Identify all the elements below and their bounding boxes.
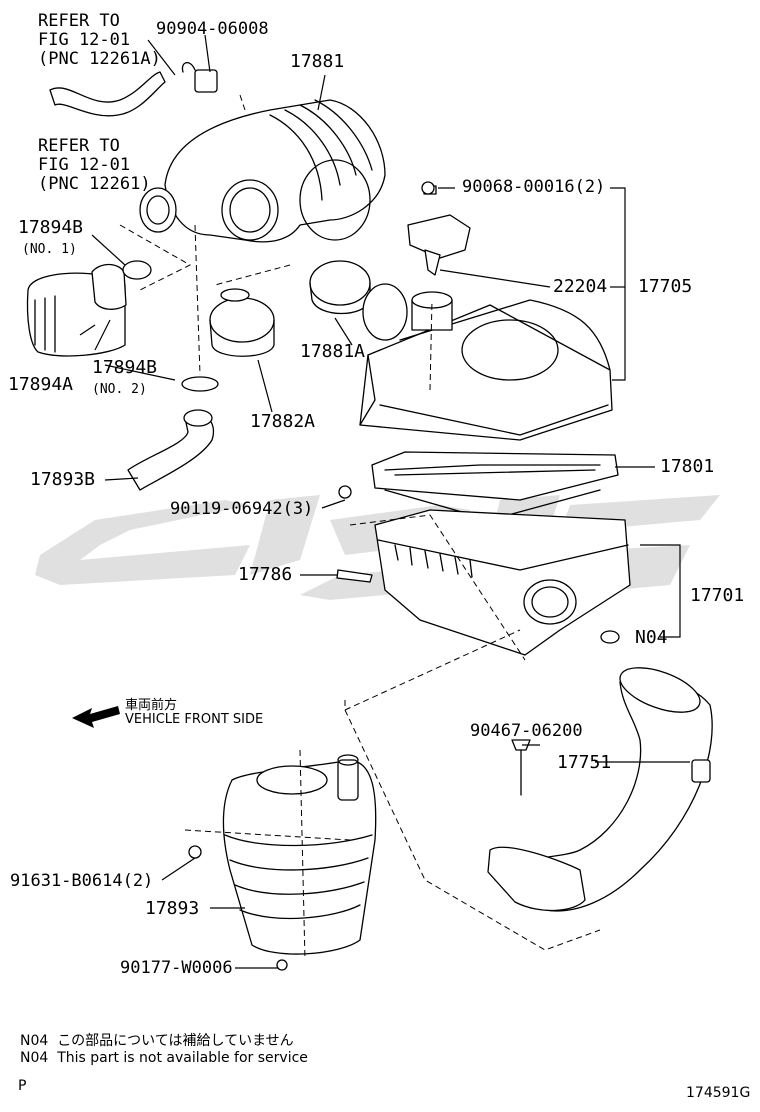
part-17801: 17801: [660, 456, 715, 477]
vehicle-front-arrow-icon: [72, 706, 120, 728]
part-17751: 17751: [557, 752, 612, 773]
leader-lines: [79, 34, 690, 969]
part-17894B-no1-sub: (NO. 1): [22, 242, 77, 257]
part-17894B-no1: 17894B: [18, 217, 84, 238]
hose-17893B: [127, 409, 215, 491]
footer-page-letter: P: [18, 1078, 27, 1094]
part-17894B-no2-sub: (NO. 2): [92, 382, 147, 397]
sensor-22204: [407, 185, 471, 276]
ref-label-2-line1: REFER TO: [38, 136, 120, 156]
element-17801: [371, 451, 619, 521]
part-17893: 17893: [145, 898, 200, 919]
intake-17751: [487, 667, 713, 912]
part-90904-06008: 90904-06008: [156, 19, 269, 39]
part-17881: 17881: [290, 51, 345, 72]
part-91631-B0614: 91631-B0614(2): [10, 871, 154, 891]
part-17881A: 17881A: [300, 341, 366, 362]
part-17894A: 17894A: [8, 374, 74, 395]
ref-label-2-line2: FIG 12-01: [38, 155, 131, 175]
part-17893B: 17893B: [30, 469, 96, 490]
ref-label-1-line2: FIG 12-01: [38, 30, 131, 50]
note-n04-en: N04 This part is not available for servi…: [20, 1050, 308, 1066]
hose-17881: [139, 62, 386, 243]
part-22204: 22204: [553, 276, 608, 297]
ref-label-1-line1: REFER TO: [38, 11, 120, 31]
part-N04: N04: [635, 627, 668, 648]
hose-17882A: [181, 260, 371, 392]
part-17705: 17705: [638, 276, 693, 297]
ref-label-1-line3: (PNC 12261A): [38, 49, 161, 69]
part-17894B-no2: 17894B: [92, 357, 158, 378]
vehicle-front-jp: 車両前方: [125, 698, 178, 713]
part-17701: 17701: [690, 585, 745, 606]
resonator-17894A: [26, 260, 152, 357]
part-90177-W0006: 90177-W0006: [120, 958, 233, 978]
resonator-17893: [222, 754, 377, 955]
hose-ref: [49, 71, 166, 117]
note-n04-jp: N04 この部品については補給していません: [20, 1033, 294, 1049]
ref-label-2-line3: (PNC 12261): [38, 174, 151, 194]
dashed-lines: [119, 94, 601, 961]
part-17882A: 17882A: [250, 411, 316, 432]
part-90119-06942: 90119-06942(3): [170, 499, 314, 519]
case-17701: [374, 509, 631, 656]
part-90068-00016: 90068-00016(2): [462, 177, 606, 197]
part-17786: 17786: [238, 564, 293, 585]
footer-illustration-code: 174591G: [686, 1085, 751, 1101]
part-90467-06200: 90467-06200: [470, 721, 583, 741]
fasteners: [188, 181, 531, 971]
vehicle-front-en: VEHICLE FRONT SIDE: [125, 712, 264, 727]
cleaner-cap-17705: [359, 283, 613, 441]
